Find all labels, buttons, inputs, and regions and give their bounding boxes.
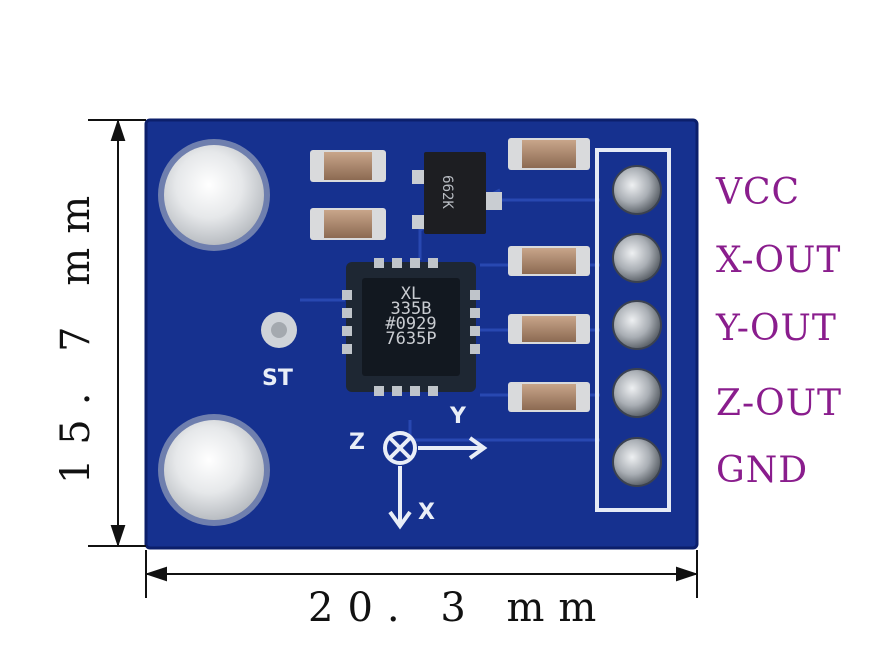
axis-z-label: Z bbox=[349, 430, 365, 455]
width-dimension: 20. 3 mm bbox=[308, 585, 611, 631]
header-outline bbox=[595, 148, 671, 512]
chip-line-1: XL bbox=[400, 284, 422, 304]
mounting-hole-top bbox=[158, 139, 270, 251]
pin-label-z-out: Z-OUT bbox=[716, 383, 843, 424]
chip-line-4: 7635P bbox=[385, 329, 437, 349]
axis-x-label: X bbox=[418, 500, 435, 525]
chip-line-2: 335B bbox=[390, 299, 432, 319]
regulator-marking: 662K bbox=[438, 175, 455, 209]
dimension-lines bbox=[88, 118, 699, 598]
self-test-label: ST bbox=[262, 366, 293, 391]
mounting-hole-bottom bbox=[158, 414, 270, 526]
pin-label-x-out: X-OUT bbox=[716, 240, 842, 281]
smd-components bbox=[310, 138, 590, 412]
voltage-regulator bbox=[412, 152, 502, 234]
pin-label-gnd: GND bbox=[716, 450, 809, 491]
pin-label-y-out: Y-OUT bbox=[716, 308, 837, 349]
accelerometer-chip bbox=[342, 258, 480, 396]
header-pins bbox=[612, 165, 662, 487]
height-dimension: 15. 7 mm bbox=[53, 181, 99, 485]
chip-line-3: #0929 bbox=[385, 314, 437, 334]
pin-label-vcc: VCC bbox=[716, 172, 801, 213]
axis-indicator bbox=[383, 431, 488, 530]
axis-y-label: Y bbox=[450, 404, 466, 429]
